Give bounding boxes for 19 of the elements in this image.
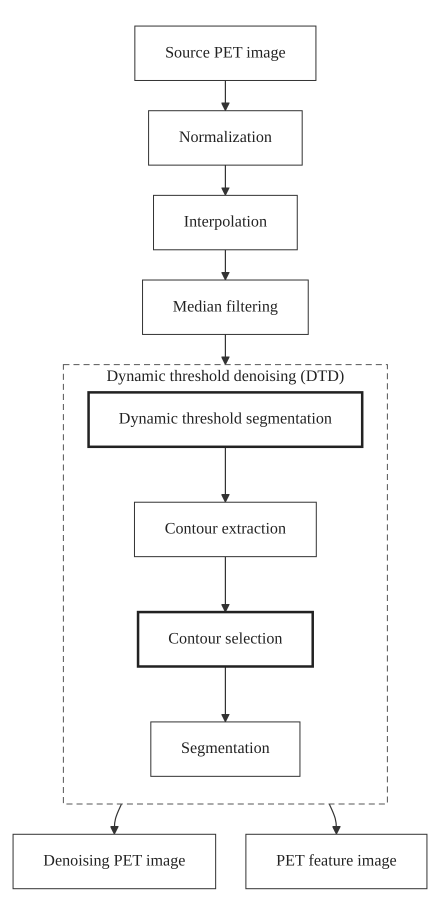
- arrow: [220, 250, 230, 281]
- process-box: Contour extraction: [134, 502, 317, 558]
- process-box: Normalization: [148, 110, 303, 166]
- arrow: [220, 666, 230, 722]
- arrow: [220, 334, 230, 366]
- process-box: Denoising PET image: [12, 834, 216, 890]
- process-box: Contour selection: [136, 610, 314, 668]
- arrow: [328, 804, 341, 835]
- arrow: [220, 165, 230, 196]
- arrow: [220, 556, 230, 613]
- process-box: Interpolation: [153, 194, 298, 250]
- process-box: Source PET image: [134, 26, 316, 82]
- process-box: Segmentation: [150, 722, 300, 777]
- arrow: [220, 446, 230, 503]
- process-box: PET feature image: [245, 834, 428, 890]
- arrow: [220, 80, 230, 112]
- arrow: [110, 804, 122, 835]
- process-box: Median filtering: [142, 280, 309, 336]
- process-box: Dynamic threshold segmentation: [87, 391, 364, 448]
